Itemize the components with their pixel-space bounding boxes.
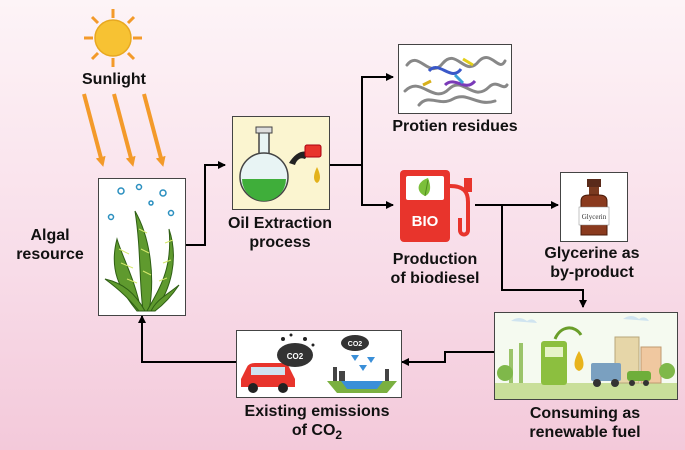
sunlight-label: Sunlight: [82, 71, 146, 88]
co2-emissions-icon: CO2 CO2: [241, 333, 397, 393]
arrow-oil-to-production: [361, 165, 394, 209]
emissions-line2-sub: 2: [335, 428, 343, 443]
glycerine-label: Glycerine as by-product: [544, 245, 640, 281]
algal-resource-label: Algal resource: [16, 227, 84, 263]
glycerin-bottle-label: Glycerin: [582, 213, 607, 221]
protein-residues-label: Protien residues: [392, 118, 518, 135]
flask-fuel-icon: [239, 126, 322, 202]
co2-cloud-left-text: CO2: [287, 352, 304, 361]
arrow-fuel-to-emissions: [401, 351, 494, 366]
bio-sign-text: BIO: [412, 213, 439, 230]
glycerin-image-box: Glycerin: [560, 172, 628, 242]
green-city-icon: [495, 316, 677, 399]
arrow-algae-to-oil: [185, 161, 226, 246]
consuming-label: Consuming as renewable fuel: [529, 405, 641, 441]
seaweed-icon: [104, 183, 180, 312]
arrow-oil-to-protein: [330, 73, 394, 166]
algae-image-box: [98, 178, 186, 316]
sun-icon: [84, 9, 142, 67]
production-label: Production of biodiesel: [390, 251, 480, 287]
arrow-emissions-to-algae: [138, 315, 236, 363]
protein-image-box: [398, 44, 512, 114]
emissions-line2-prefix: of CO: [291, 422, 336, 439]
glycerin-bottle-icon: Glycerin: [578, 179, 610, 236]
emissions-image-box: CO2 CO2: [236, 330, 402, 398]
renewable-fuel-image-box: [494, 312, 678, 400]
bio-pump-icon: BIO: [400, 170, 472, 242]
arrow-production-to-fuel: [501, 205, 587, 308]
co2-cloud-right-text: CO2: [348, 341, 363, 348]
protein-structure-icon: [403, 56, 509, 107]
sun-rays-icon: [82, 93, 166, 167]
oil-extraction-image-box: [232, 116, 330, 210]
oil-extraction-label: Oil Extraction process: [227, 215, 333, 251]
emissions-line1: Existing emissions: [244, 403, 390, 420]
emissions-label: Existing emissions of CO2: [222, 402, 412, 445]
